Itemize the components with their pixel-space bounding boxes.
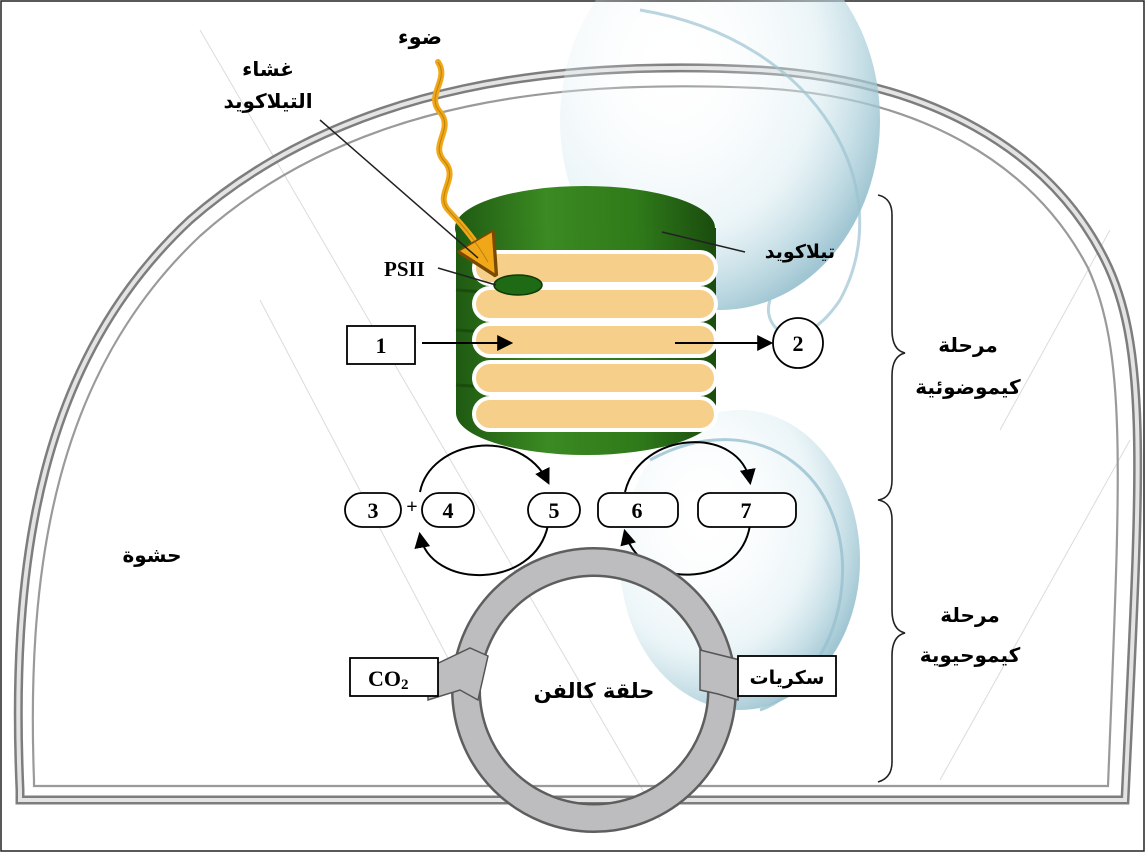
plus-sign: + xyxy=(406,496,417,518)
oval-4: 4 xyxy=(421,492,475,528)
sugars-label: سكريات xyxy=(750,667,825,689)
light-label: ضوء xyxy=(398,25,442,49)
photochemical-label-line2: كيموضوئية xyxy=(915,375,1021,399)
oval-5: 5 xyxy=(527,492,581,528)
psii-label: PSII xyxy=(384,257,425,281)
pointer-lines xyxy=(319,119,746,286)
co2-subscript: 2 xyxy=(401,677,409,693)
number-6-label: 6 xyxy=(632,498,643,523)
number-3-label: 3 xyxy=(368,498,379,523)
thylakoid-label: تيلاكويد xyxy=(765,241,835,263)
calvin-cycle-label: حلقة كالفن xyxy=(534,679,655,703)
number-4-label: 4 xyxy=(443,498,454,523)
phase-brace xyxy=(877,194,906,783)
number-1-label: 1 xyxy=(376,333,387,358)
biochemical-label-line1: مرحلة xyxy=(940,603,1000,627)
psii-complex xyxy=(493,274,543,296)
oval-6: 6 xyxy=(597,492,679,528)
stroma-label: حشوة xyxy=(122,543,181,567)
membrane-label-line1: غشاء xyxy=(242,57,294,81)
co2-label: CO xyxy=(368,666,401,691)
oval-3: 3 xyxy=(344,492,402,528)
thylakoid-stack xyxy=(455,186,718,455)
biochemical-label-line2: كيموحيوية xyxy=(920,643,1021,667)
svg-text:CO2: CO2 xyxy=(368,666,409,693)
calvin-cycle-ring xyxy=(427,547,741,833)
circle-2: 2 xyxy=(772,317,824,369)
coupling-arrows xyxy=(414,441,756,576)
number-2-label: 2 xyxy=(793,331,804,356)
sugars-box: سكريات xyxy=(737,655,837,697)
number-7-label: 7 xyxy=(741,498,752,523)
number-5-label: 5 xyxy=(549,498,560,523)
box-1: 1 xyxy=(346,325,416,365)
membrane-label-line2: التيلاكويد xyxy=(223,89,312,113)
photochemical-label-line1: مرحلة xyxy=(938,333,998,357)
co2-box: CO2 xyxy=(349,657,439,697)
oval-7: 7 xyxy=(697,492,797,528)
